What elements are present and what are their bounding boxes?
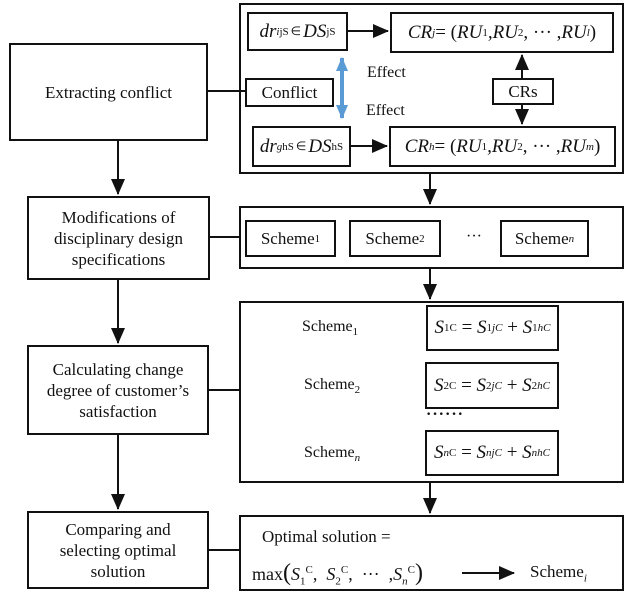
step-label: Comparing and selecting optimal solution	[59, 519, 177, 581]
text-fragment: S	[522, 442, 532, 463]
text-fragment: DS	[303, 20, 327, 42]
text-fragment: Scheme	[304, 376, 355, 393]
text-fragment: Scheme	[530, 562, 584, 581]
text-fragment: RU	[456, 135, 482, 157]
text-fragment: max	[252, 564, 283, 584]
text-fragment: 2	[335, 575, 341, 588]
optimal-max-formula: max(S1C, S2C, ··· ,SnC)	[252, 560, 424, 588]
text-fragment: 2	[354, 384, 361, 397]
text-fragment: C	[407, 564, 416, 576]
effect-label-bottom: Effect	[366, 102, 405, 119]
crs-box: CRs	[492, 78, 554, 105]
conflict-panel	[239, 3, 624, 174]
text-fragment: ∈	[295, 139, 307, 153]
scheme-n-label: Schemen	[304, 444, 361, 465]
text-fragment: i	[583, 572, 587, 585]
satisfaction-ellipsis: ······	[426, 406, 465, 423]
satisfaction-panel	[239, 301, 624, 483]
schemes-panel	[239, 206, 624, 269]
step-label: Calculating change degree of customer’s …	[46, 359, 190, 421]
step-comparing: Comparing and selecting optimal solution	[27, 511, 209, 589]
scheme-2-label: Scheme2	[304, 376, 361, 397]
text-fragment: = (	[435, 21, 458, 43]
scheme-1-label: Scheme1	[302, 318, 359, 339]
text-fragment: DS	[308, 135, 332, 157]
conflict-box: Conflict	[245, 78, 334, 107]
text-fragment: S	[476, 374, 487, 396]
text-fragment: S	[434, 317, 444, 338]
text-fragment: Scheme	[304, 444, 355, 461]
text-fragment: RU	[457, 21, 483, 43]
schemes-ellipsis: ···	[466, 228, 482, 245]
text-fragment: 1	[352, 326, 359, 339]
text-fragment: 1	[300, 575, 306, 588]
text-fragment: CR	[407, 21, 433, 43]
optimal-scheme-result: Schemei	[530, 562, 587, 585]
text-fragment: CRs	[508, 82, 538, 101]
text-fragment: , ··· ,	[523, 21, 562, 43]
text-fragment: Conflict	[261, 83, 318, 102]
text-fragment: C	[340, 564, 349, 576]
step-modifications: Modifications of disciplinary design spe…	[27, 196, 210, 280]
text-fragment: CR	[404, 135, 429, 157]
text-fragment: ···	[361, 564, 380, 584]
step-calculating: Calculating change degree of customer’s …	[27, 345, 209, 435]
text-fragment: S	[477, 317, 487, 338]
text-fragment: S	[433, 374, 444, 396]
step-extracting-conflict: Extracting conflict	[9, 43, 208, 141]
optimal-panel	[239, 515, 624, 591]
text-fragment: = (	[434, 135, 457, 157]
text-fragment: n	[402, 575, 408, 588]
text-fragment: )	[589, 21, 597, 43]
text-fragment: ∈	[290, 24, 302, 38]
text-fragment: C	[305, 564, 313, 576]
text-fragment: S	[522, 374, 532, 396]
text-fragment: S	[522, 317, 533, 338]
text-fragment: RU	[491, 135, 518, 157]
text-fragment: dr	[259, 20, 277, 42]
text-fragment: S	[433, 442, 444, 463]
effect-label-top: Effect	[367, 64, 406, 81]
text-fragment: RU	[561, 21, 587, 43]
text-fragment: )	[593, 135, 601, 157]
text-fragment: S	[326, 564, 336, 584]
optimal-solution-label: Optimal solution =	[262, 527, 391, 546]
text-fragment: Scheme	[514, 229, 569, 248]
text-fragment: n	[354, 452, 361, 465]
text-fragment: S	[476, 442, 487, 463]
text-fragment: RU	[492, 21, 518, 43]
text-fragment: S	[291, 564, 300, 584]
text-fragment: Scheme	[260, 229, 315, 248]
text-fragment: RU	[560, 135, 586, 157]
text-fragment: Scheme	[302, 318, 353, 335]
text-fragment: S	[393, 564, 403, 584]
text-fragment: , ··· ,	[522, 135, 561, 157]
text-fragment: dr	[259, 135, 277, 157]
step-label: Extracting conflict	[45, 82, 172, 102]
text-fragment: Scheme	[365, 229, 420, 248]
step-label: Modifications of disciplinary design spe…	[54, 207, 183, 269]
